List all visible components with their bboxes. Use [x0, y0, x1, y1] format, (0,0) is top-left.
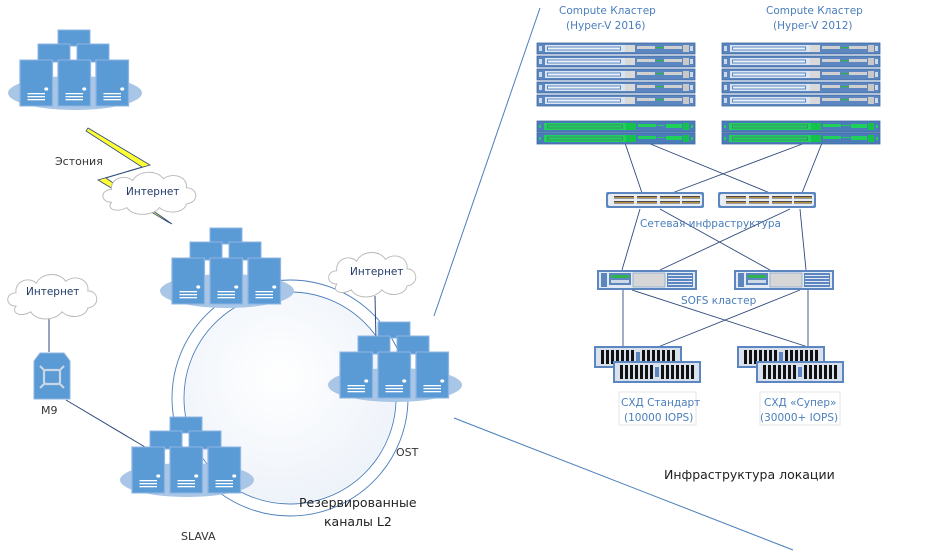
router-m9[interactable]: [33, 352, 71, 400]
host-2012-4[interactable]: [721, 81, 881, 94]
storage-super-subtitle: (30000+ IOPS): [760, 412, 838, 424]
sofs-node-1[interactable]: [596, 269, 698, 291]
host-2016-1[interactable]: [536, 42, 696, 55]
net-node-2016-2[interactable]: [536, 132, 696, 145]
net-node-2012-1[interactable]: [721, 120, 881, 133]
host-2012-3[interactable]: [721, 68, 881, 81]
net-node-2012-2[interactable]: [721, 132, 881, 145]
cluster-2012-subtitle: (Hyper-V 2012): [773, 20, 853, 32]
site-slava-label: SLAVA: [181, 530, 216, 543]
storage-standard-title: СХД Стандарт: [621, 397, 700, 409]
zoom-line-top: [433, 7, 541, 317]
host-2016-2[interactable]: [536, 55, 696, 68]
storage-standard[interactable]: [594, 346, 701, 383]
site-central[interactable]: [160, 228, 294, 308]
cluster-2016-hosts: [536, 42, 696, 145]
fabric-links: [621, 142, 823, 348]
site-estonia-label: Эстония: [55, 155, 103, 168]
storage-super-title: СХД «Супер»: [764, 397, 836, 409]
cloud-wan-label: Интернет: [126, 186, 179, 198]
cloud-m9-label: Интернет: [26, 286, 79, 298]
host-2012-2[interactable]: [721, 55, 881, 68]
switch-1[interactable]: [606, 192, 704, 208]
host-2016-5[interactable]: [536, 94, 696, 107]
sofs-label: SOFS кластер: [681, 295, 757, 307]
host-2012-5[interactable]: [721, 94, 881, 107]
storage-standard-subtitle: (10000 IOPS): [624, 412, 693, 424]
sofs-node-2[interactable]: [733, 269, 835, 291]
site-ost-label: OST: [396, 446, 419, 459]
host-2012-1[interactable]: [721, 42, 881, 55]
cluster-2016-title: Compute Кластер: [559, 5, 656, 17]
storage-standard-label-box: [618, 391, 697, 426]
router-icon: [39, 365, 65, 389]
zoom-line-bottom: [453, 417, 794, 551]
link-cloud-ost: [374, 295, 377, 341]
host-2016-3[interactable]: [536, 68, 696, 81]
cluster-2012-hosts: [721, 42, 881, 145]
ring-label-line1: Резервированные: [299, 495, 417, 510]
site-estonia[interactable]: [8, 30, 142, 110]
host-2016-4[interactable]: [536, 81, 696, 94]
cluster-2012-title: Compute Кластер: [766, 5, 863, 17]
router-m9-label: M9: [41, 404, 58, 417]
wan-link-estonia: [85, 127, 173, 225]
network-label: Сетевая инфраструктура: [640, 218, 781, 230]
storage-super[interactable]: [737, 346, 844, 383]
cloud-ost-label: Интернет: [350, 266, 403, 278]
net-node-2016-1[interactable]: [536, 120, 696, 133]
location-title: Инфраструктура локации: [664, 467, 835, 482]
link-router-slava: [65, 399, 146, 448]
switch-2[interactable]: [718, 192, 816, 208]
ring-label-line2: каналы L2: [324, 514, 392, 529]
cluster-2016-subtitle: (Hyper-V 2016): [566, 20, 646, 32]
storage-super-label-box: [759, 391, 841, 426]
